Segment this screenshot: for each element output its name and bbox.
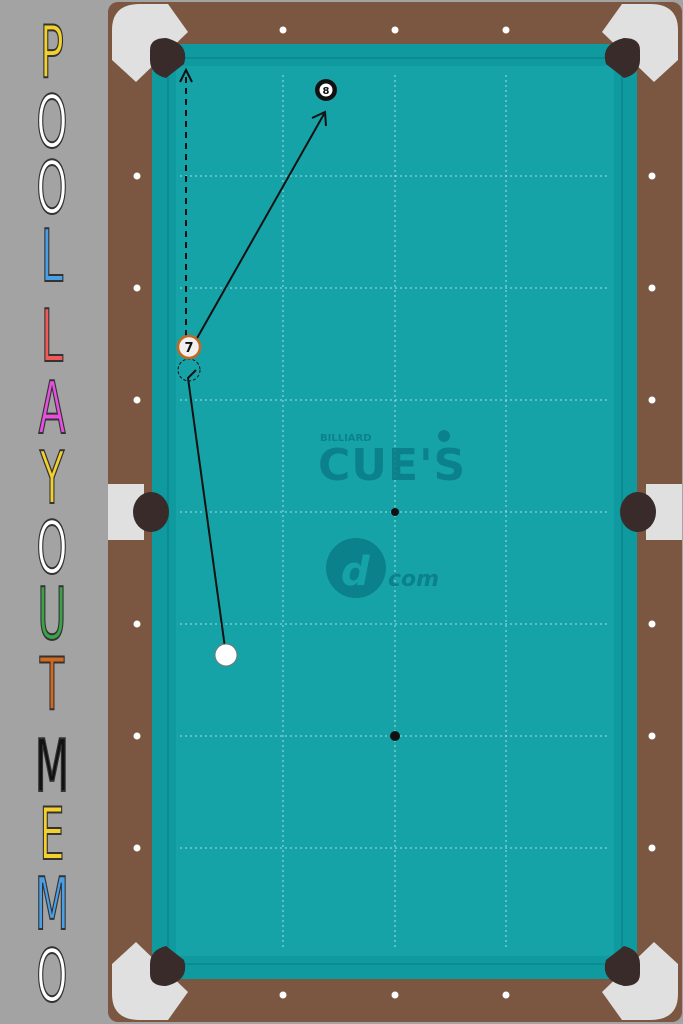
title-letter-text: U	[37, 572, 67, 656]
cue-after-arrow	[179, 67, 193, 83]
pocket-side-left	[133, 492, 169, 532]
ball-8-label: 8	[323, 86, 330, 97]
title-letter-text: M	[34, 724, 70, 808]
title-letter-text: O	[36, 146, 68, 230]
title-letter-text: A	[38, 366, 66, 450]
cue-ball[interactable]	[214, 643, 238, 667]
shot-lines	[179, 67, 327, 656]
brand-logo: BILLIARD CUE'S d com	[318, 430, 466, 598]
logo-d-icon	[326, 538, 386, 598]
logo-ball-icon	[438, 430, 450, 442]
logo-small-text: BILLIARD	[320, 433, 372, 444]
object-path-arrow	[311, 110, 327, 127]
ball-8[interactable]: 8	[315, 79, 337, 101]
ball-7-label: 7	[184, 341, 193, 356]
title-letter-text: P	[40, 10, 65, 94]
pool-table[interactable]: BILLIARD CUE'S d com 7 8	[106, 0, 683, 1024]
logo-main-text: CUE'S	[318, 440, 466, 491]
title-letter-text: T	[39, 642, 65, 726]
pocket-bottom-right	[604, 946, 640, 986]
center-spot	[391, 508, 399, 516]
logo-sub-text: com	[388, 567, 439, 592]
pocket-bottom-left	[150, 946, 186, 986]
pocket-side-right	[620, 492, 656, 532]
foot-spot	[390, 731, 400, 741]
pocket-top-left	[150, 38, 186, 78]
rail-diamonds	[133, 26, 656, 999]
pockets	[133, 38, 656, 986]
title-letter-text: O	[36, 506, 68, 590]
object-path-line	[195, 113, 325, 341]
pocket-top-right	[604, 38, 640, 78]
ball-7[interactable]: 7	[176, 334, 202, 360]
title-letter-text: L	[40, 294, 64, 378]
title-letter-text: M	[34, 862, 70, 946]
corner-pieces	[108, 4, 682, 1020]
title-letter-text: L	[40, 214, 64, 298]
title-letter-text: O	[36, 934, 68, 1018]
logo-d-letter: d	[341, 549, 370, 595]
title-letter-text: Y	[39, 436, 65, 520]
title-letter-text: E	[39, 792, 65, 876]
cue-path-line	[186, 369, 227, 656]
title-letter-text: O	[36, 80, 68, 164]
